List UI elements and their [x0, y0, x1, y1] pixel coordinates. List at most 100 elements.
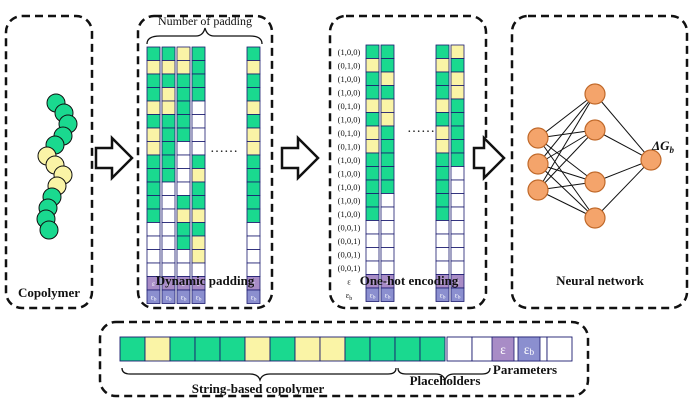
padding-cell [191, 60, 206, 75]
onehot-param-epsilon-b-symbol: εb [455, 290, 461, 300]
string-sequence: ε εb [119, 336, 573, 362]
onehot-cell [435, 206, 450, 221]
network-edge [537, 93, 596, 165]
onehot-param-epsilon-symbol: ε [371, 277, 374, 286]
monomer-cell [419, 336, 446, 362]
neuron-node [584, 171, 606, 193]
onehot-cell [365, 85, 380, 100]
padding-cell [176, 73, 191, 88]
onehot-row-label: (1,0,0) [338, 88, 361, 98]
monomer-cell [344, 336, 371, 362]
padding-ellipsis: …… [210, 141, 238, 156]
padding-cell [246, 46, 261, 61]
onehot-cell [380, 85, 395, 100]
neuron-node [527, 179, 549, 201]
padding-cell [146, 114, 161, 129]
padding-brace-label: Number of padding [158, 14, 252, 28]
padding-param-epsilon-b [191, 289, 206, 304]
onehot-cell [435, 233, 450, 248]
onehot-cell [435, 139, 450, 154]
onehot-row-label: (0,0,1) [338, 250, 361, 260]
monomer-cell [194, 336, 221, 362]
padding-cell [191, 168, 206, 183]
onehot-cell [435, 71, 450, 86]
onehot-cell [435, 193, 450, 208]
padding-param-epsilon-symbol: ε [152, 279, 155, 288]
panel-copolymer [4, 14, 94, 310]
onehot-row-label: (1,0,0) [338, 155, 361, 165]
onehot-cell [435, 152, 450, 167]
padding-cell [161, 141, 176, 156]
padding-cell [161, 60, 176, 75]
onehot-cell [380, 71, 395, 86]
network-edge [537, 129, 596, 165]
padding-cell [176, 168, 191, 183]
onehot-cell [450, 152, 465, 167]
copolymer-chain [36, 93, 78, 240]
monomer-cell [244, 336, 271, 362]
monomer-cell [169, 336, 196, 362]
bottom-param-epsilon-b-symbol: εb [524, 342, 535, 358]
padding-cell [246, 114, 261, 129]
padding-cell [176, 60, 191, 75]
output-delta-g-label: ΔGb [651, 138, 675, 155]
onehot-row-label: (0,1,0) [338, 101, 361, 111]
onehot-cell [450, 44, 465, 59]
padding-cell [146, 249, 161, 264]
padding-cell [161, 235, 176, 250]
padding-param-epsilon-b-symbol: εb [251, 292, 257, 302]
onehot-row-label: ε [347, 277, 351, 287]
padding-cell [146, 195, 161, 210]
padding-cell [146, 208, 161, 223]
onehot-cell [380, 247, 395, 262]
onehot-ellipsis: …… [407, 121, 435, 136]
onehot-cell [365, 139, 380, 154]
bottom-param-epsilon-symbol: ε [500, 342, 506, 357]
monomer-cell [319, 336, 346, 362]
padding-cell [246, 249, 261, 264]
onehot-row-label: εb [346, 290, 353, 302]
onehot-cell [365, 44, 380, 59]
one-hot-encoding-label: One-hot encoding [360, 273, 459, 288]
onehot-cell [380, 166, 395, 181]
padding-cell [191, 73, 206, 88]
onehot-row-label: (1,0,0) [338, 209, 361, 219]
padding-cell [176, 154, 191, 169]
padding-cell [161, 114, 176, 129]
padding-cell [191, 249, 206, 264]
padding-cell [191, 195, 206, 210]
neuron-node [527, 153, 549, 175]
onehot-row-label: (0,0,1) [338, 263, 361, 273]
padding-cell [161, 154, 176, 169]
padding-cell [191, 141, 206, 156]
onehot-row-label: (0,1,0) [338, 128, 361, 138]
monomer-cell [144, 336, 171, 362]
padding-cell [146, 73, 161, 88]
arrow-onehot-to-network [472, 134, 506, 182]
onehot-cell [435, 125, 450, 140]
onehot-cell [435, 179, 450, 194]
padding-cell [191, 127, 206, 142]
padding-cell [146, 181, 161, 196]
neural-network-label: Neural network [556, 273, 645, 288]
onehot-param-epsilon-b-symbol: εb [370, 290, 376, 300]
padding-cell [146, 46, 161, 61]
onehot-row-label: (0,0,1) [338, 223, 361, 233]
onehot-cell [450, 58, 465, 73]
padding-cell [176, 87, 191, 102]
onehot-cell [380, 193, 395, 208]
onehot-cell [365, 166, 380, 181]
padding-cell [246, 73, 261, 88]
onehot-cell [365, 98, 380, 113]
onehot-cell [450, 206, 465, 221]
onehot-cell [365, 233, 380, 248]
onehot-cell [435, 85, 450, 100]
padding-param-epsilon-b [176, 289, 191, 304]
padding-cell [161, 222, 176, 237]
padding-param-epsilon-b [161, 289, 176, 304]
padding-cell [246, 154, 261, 169]
padding-param-epsilon-b-symbol: εb [166, 292, 172, 302]
